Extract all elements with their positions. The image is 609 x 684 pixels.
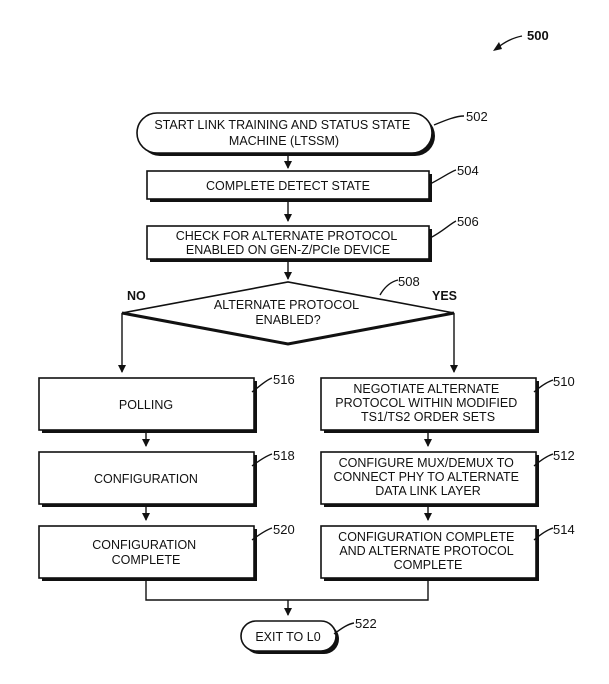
ref-518: 518 — [273, 448, 295, 463]
figure-number-text: 500 — [527, 28, 549, 43]
ref-508: 508 — [398, 274, 420, 289]
figure-arrow-icon — [493, 42, 502, 51]
check-node-label: CHECK FOR ALTERNATE PROTOCOL ENABLED ON … — [176, 229, 401, 257]
ref-510: 510 — [553, 374, 575, 389]
mux-node: CONFIGURE MUX/DEMUX TO CONNECT PHY TO AL… — [320, 448, 575, 507]
start-node: START LINK TRAINING AND STATUS STATE MAC… — [136, 109, 488, 156]
ref-522: 522 — [355, 616, 377, 631]
ref-520: 520 — [273, 522, 295, 537]
ref-502: 502 — [466, 109, 488, 124]
config-complete-node: CONFIGURATION COMPLETE 520 — [38, 522, 295, 581]
polling-node: POLLING 516 — [38, 372, 295, 433]
ref-504: 504 — [457, 163, 479, 178]
ref-514: 514 — [553, 522, 575, 537]
ref-506: 506 — [457, 214, 479, 229]
exit-node: EXIT TO L0 522 — [240, 616, 377, 654]
ref-516: 516 — [273, 372, 295, 387]
figure-number: 500 — [493, 28, 549, 51]
detect-node: COMPLETE DETECT STATE 504 — [146, 163, 479, 202]
negotiate-node-label: NEGOTIATE ALTERNATE PROTOCOL WITHIN MODI… — [335, 382, 520, 424]
polling-node-label: POLLING — [119, 398, 173, 412]
check-node: CHECK FOR ALTERNATE PROTOCOL ENABLED ON … — [146, 214, 479, 262]
configuration-node-label: CONFIGURATION — [94, 472, 198, 486]
mux-node-label: CONFIGURE MUX/DEMUX TO CONNECT PHY TO AL… — [334, 456, 523, 498]
yes-branch-label: YES — [432, 289, 457, 303]
exit-node-label: EXIT TO L0 — [255, 630, 320, 644]
detect-node-label: COMPLETE DETECT STATE — [206, 179, 370, 193]
ref-512: 512 — [553, 448, 575, 463]
decision-node-label: ALTERNATE PROTOCOL ENABLED? — [214, 298, 362, 327]
alt-complete-node: CONFIGURATION COMPLETE AND ALTERNATE PRO… — [320, 522, 575, 581]
alt-complete-node-label: CONFIGURATION COMPLETE AND ALTERNATE PRO… — [338, 530, 518, 572]
no-branch-label: NO — [127, 289, 146, 303]
negotiate-node: NEGOTIATE ALTERNATE PROTOCOL WITHIN MODI… — [320, 374, 575, 433]
configuration-node: CONFIGURATION 518 — [38, 448, 295, 507]
start-node-label: START LINK TRAINING AND STATUS STATE MAC… — [154, 118, 413, 148]
config-complete-node-label: CONFIGURATION COMPLETE — [92, 538, 199, 567]
decision-node: ALTERNATE PROTOCOL ENABLED? 508 NO YES — [121, 274, 457, 346]
